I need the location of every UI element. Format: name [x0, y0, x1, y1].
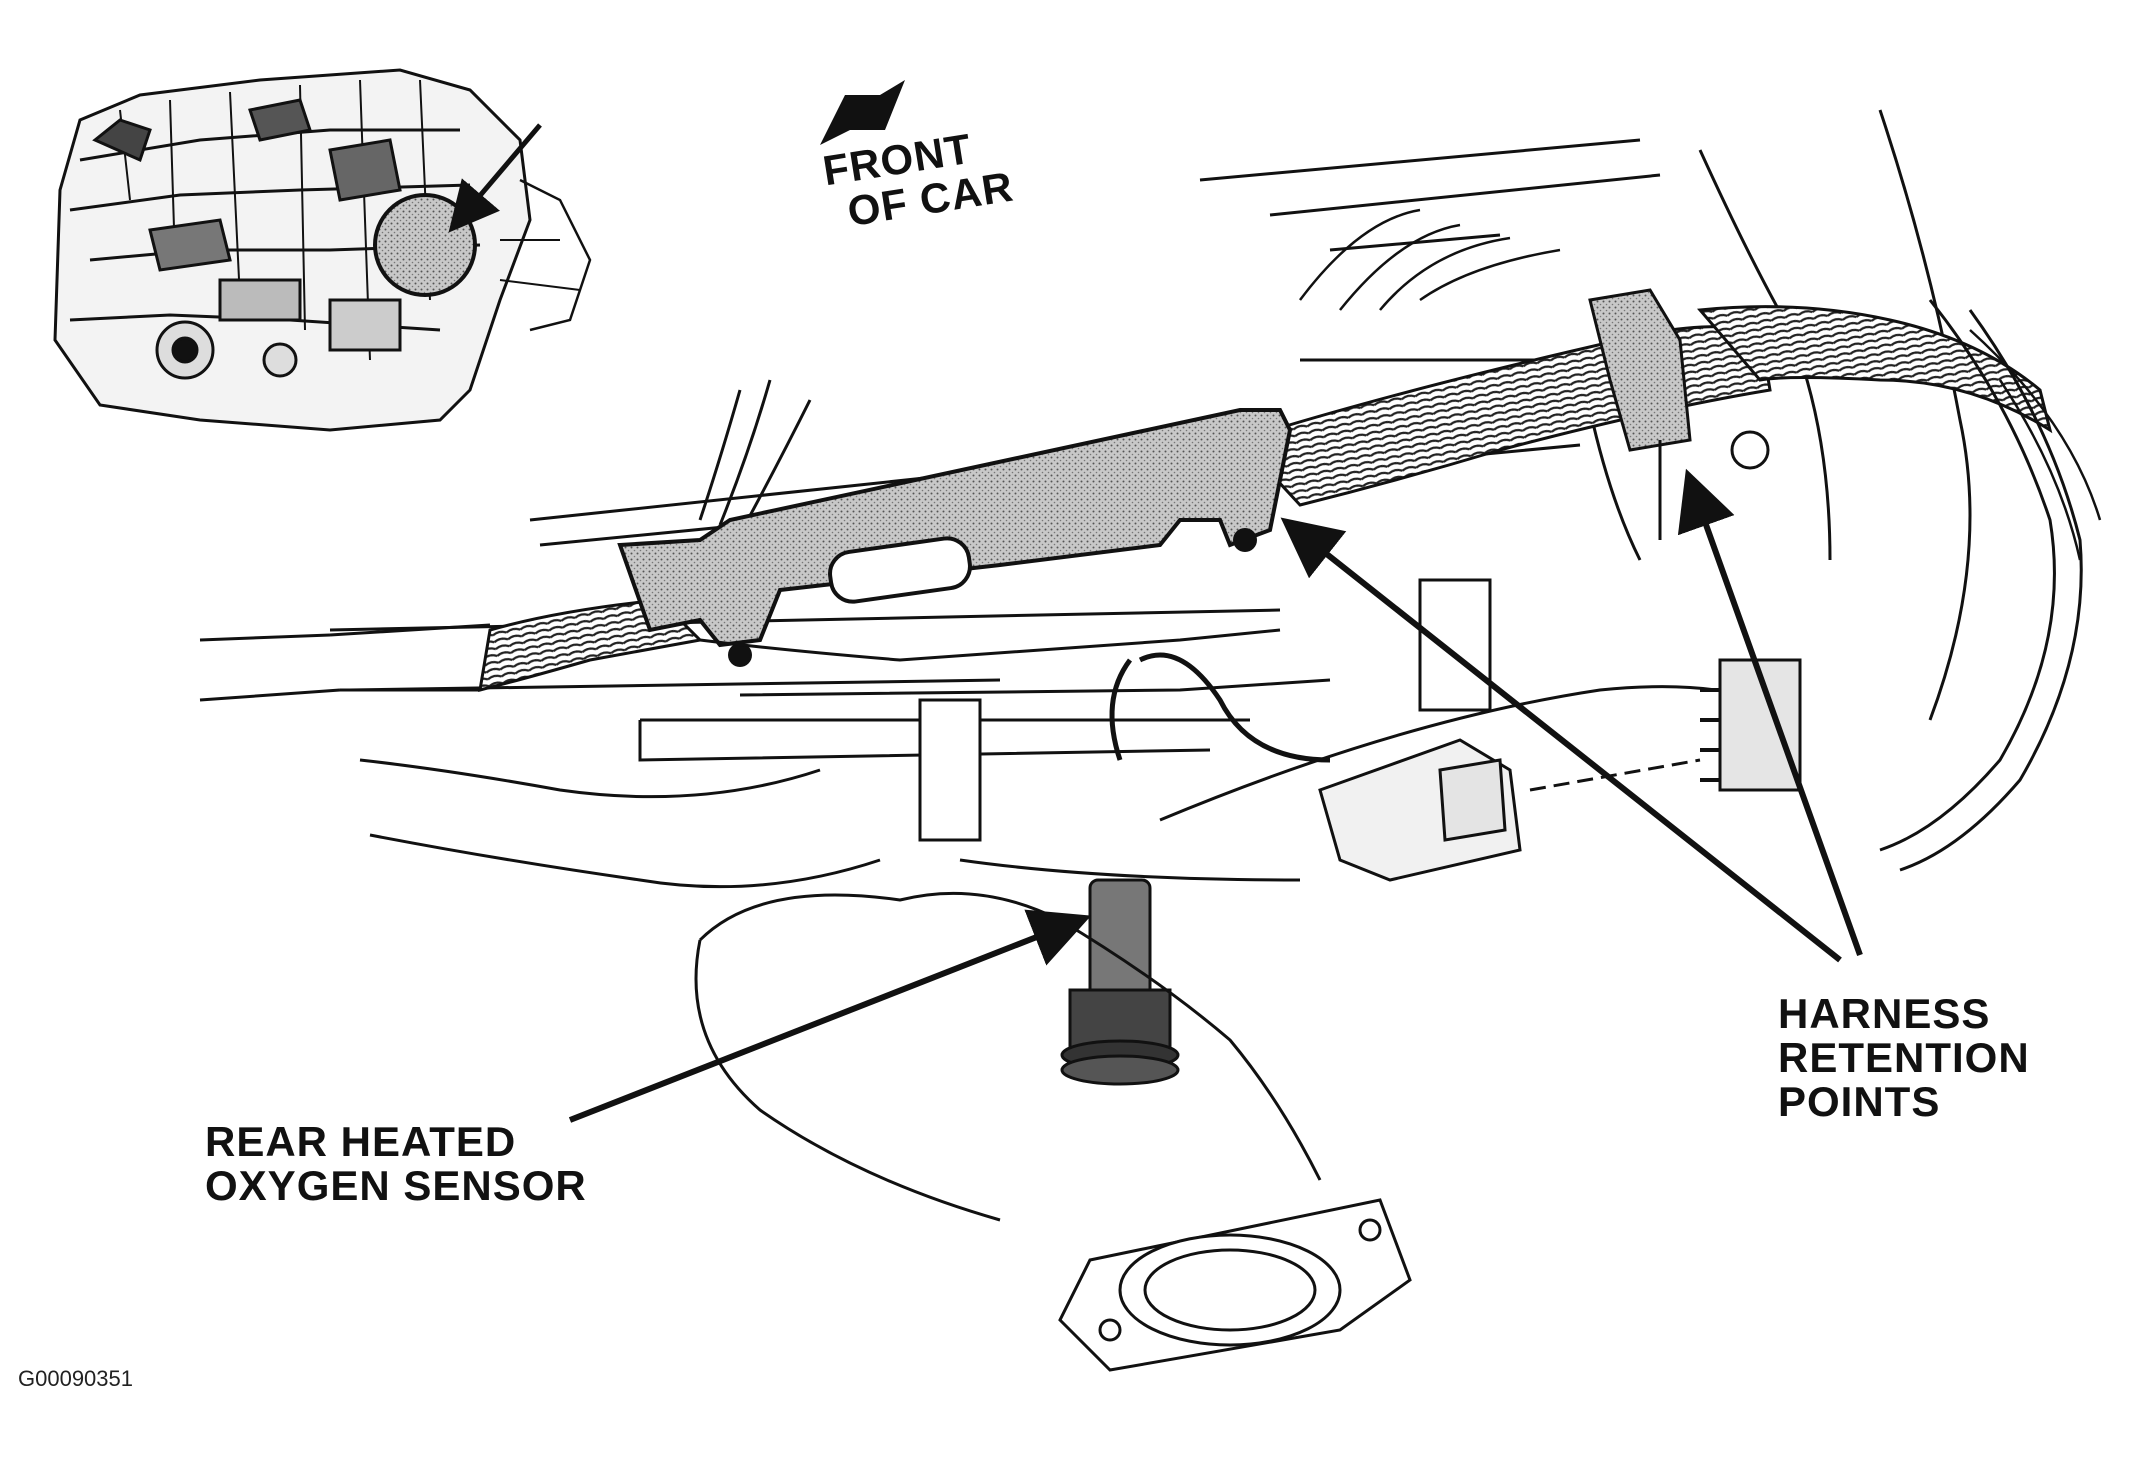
exhaust-flange: [694, 891, 1412, 1372]
sensor-label: REAR HEATED OXYGEN SENSOR: [205, 1120, 587, 1208]
front-of-car-arrow-icon: [820, 80, 905, 145]
sensor-label-line-1: REAR HEATED: [205, 1118, 517, 1165]
callout-arrows: [568, 468, 1863, 1123]
harness-label-line-2: RETENTION: [1778, 1034, 2030, 1081]
figure-id: G00090351: [18, 1366, 133, 1391]
harness-clamp-clips: [1588, 288, 1770, 540]
harness-label-line-3: POINTS: [1778, 1078, 1941, 1125]
harness-retention-label: HARNESS RETENTION POINTS: [1778, 992, 2030, 1124]
harness-callout-arrow-left: [1280, 517, 1842, 963]
rear-heated-oxygen-sensor: [1060, 652, 1331, 1086]
engine-inset-illustration: [53, 68, 592, 432]
wiring-harness: [329, 299, 2102, 872]
sensor-connector: [1318, 658, 1802, 882]
harness-label-line-1: HARNESS: [1778, 990, 1991, 1037]
sensor-callout-arrow: [568, 909, 1092, 1123]
harness-callout-arrow-right: [1677, 468, 1863, 957]
sensor-label-line-2: OXYGEN SENSOR: [205, 1162, 587, 1209]
harness-retention-bracket: [617, 408, 1293, 667]
exhaust-pipe: [199, 578, 1492, 842]
